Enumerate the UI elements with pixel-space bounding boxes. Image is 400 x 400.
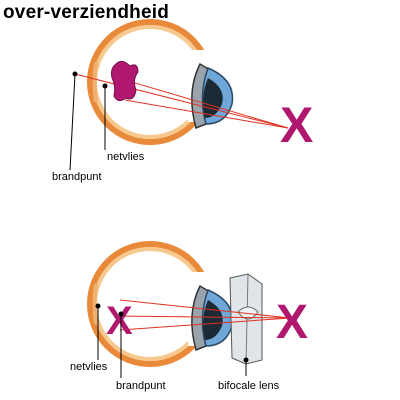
bottom-retina-label: netvlies xyxy=(70,361,108,373)
top-focal-label: brandpunt xyxy=(52,171,102,183)
top-retina-label: netvlies xyxy=(107,151,145,163)
bottom-diagram: X X netvlies brandpunt bifocale lens xyxy=(70,241,308,392)
top-object-letter: X xyxy=(280,97,313,153)
bottom-focal-label: brandpunt xyxy=(116,380,166,392)
top-blurred-image xyxy=(111,60,139,102)
bottom-object-letter: X xyxy=(276,296,308,349)
top-focal-leader xyxy=(69,73,76,171)
bottom-lens-label: bifocale lens xyxy=(218,380,280,392)
bifocal-lens xyxy=(229,273,263,365)
top-diagram: X netvlies brandpunt xyxy=(52,19,313,183)
page-title: over-verziendheid xyxy=(3,2,170,23)
bottom-retina-image-letter: X xyxy=(106,299,133,343)
top-cornea-lens xyxy=(188,50,234,130)
bottom-light-rays xyxy=(119,299,291,331)
bottom-cornea-lens xyxy=(188,272,234,352)
top-light-rays xyxy=(74,73,289,129)
